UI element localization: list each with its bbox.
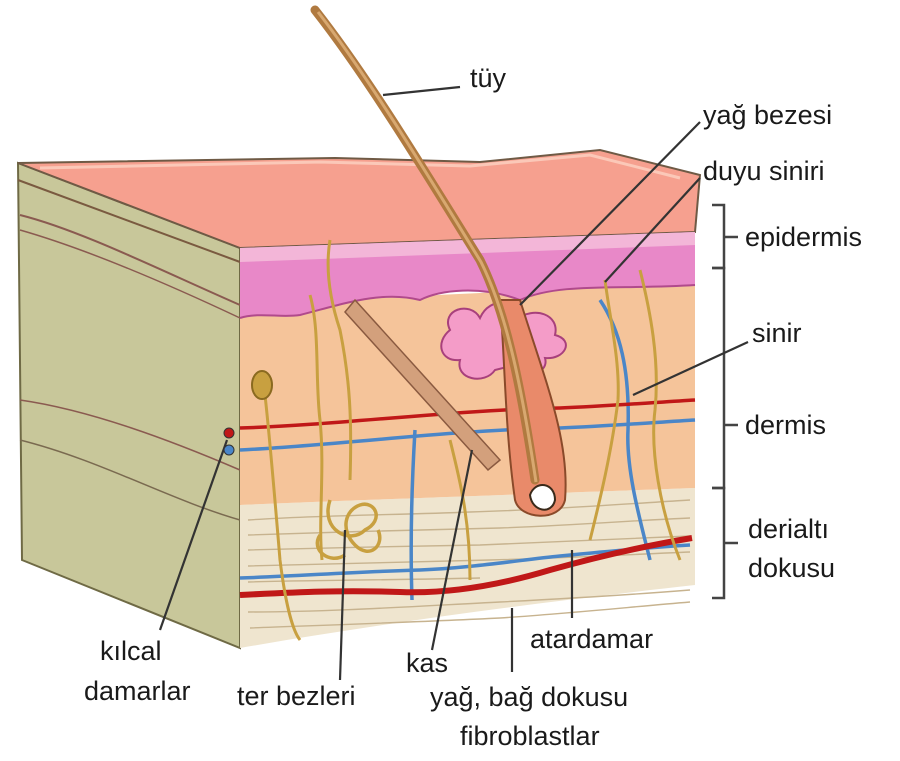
leader-hair — [383, 87, 460, 95]
label-fat-connective: yağ, bağ dokusu — [430, 682, 628, 712]
label-subcutaneous-2: dokusu — [748, 553, 835, 583]
label-artery: atardamar — [530, 624, 653, 654]
subcutaneous-bracket — [712, 488, 724, 598]
label-epidermis: epidermis — [745, 222, 862, 252]
layer-brackets — [712, 205, 738, 598]
capillary-marker — [224, 428, 234, 438]
label-fibroblasts: fibroblastlar — [460, 721, 600, 751]
label-nerve: sinir — [752, 318, 802, 348]
skin-block — [18, 10, 700, 648]
label-subcutaneous-1: derialtı — [748, 514, 829, 544]
label-hair: tüy — [470, 63, 507, 93]
label-sebaceous-gland: yağ bezesi — [703, 100, 832, 130]
label-dermis: dermis — [745, 410, 826, 440]
dermis-bracket — [712, 268, 724, 488]
epidermis-bracket — [712, 205, 724, 268]
label-capillaries-2: damarlar — [84, 676, 191, 706]
label-sensory-nerve: duyu siniri — [703, 156, 825, 186]
label-sweat-glands: ter bezleri — [237, 681, 356, 711]
label-capillaries-1: kılcal — [100, 636, 162, 666]
label-muscle: kas — [406, 648, 448, 678]
capillary-marker — [224, 445, 234, 455]
